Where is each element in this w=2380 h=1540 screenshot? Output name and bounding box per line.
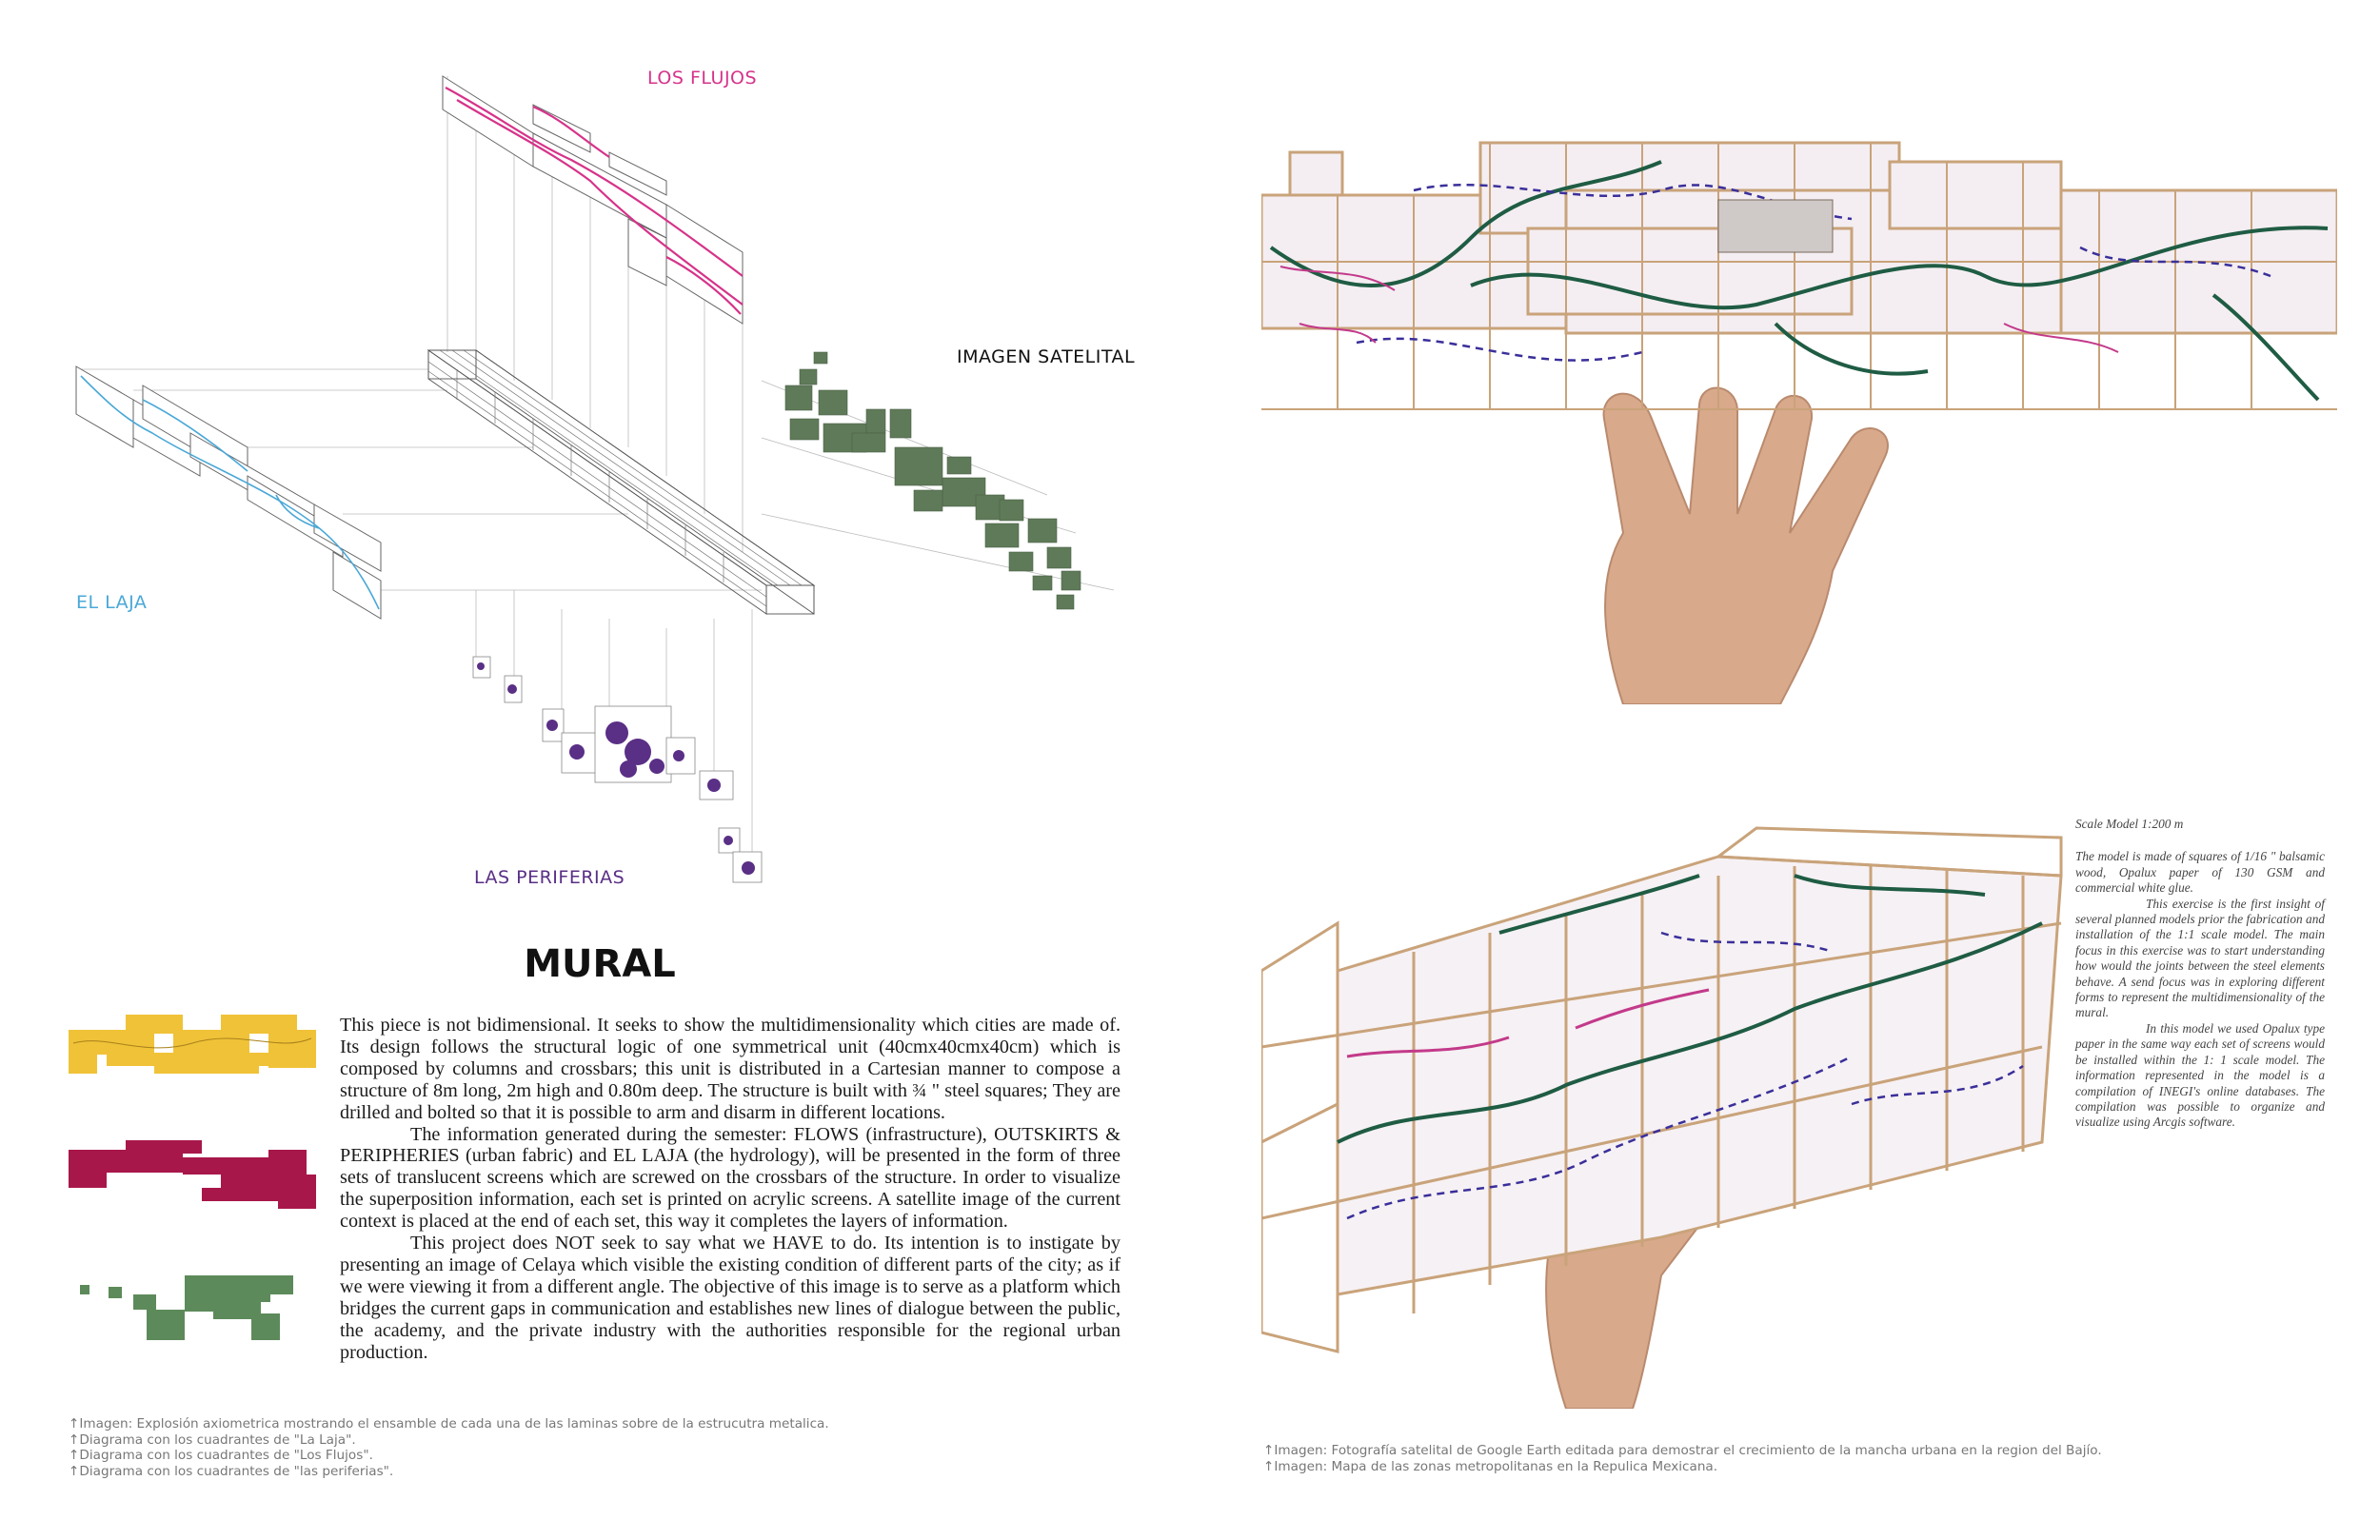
scale-model-paragraph-3: In this model we used Opalux type paper …	[2075, 1020, 2325, 1130]
scale-model-paragraph-2: This exercise is the first insight of se…	[2075, 896, 2325, 1020]
el-laja-lines	[80, 375, 380, 610]
caption-right-1: ↑Imagen: Fotografía satelital de Google …	[1263, 1443, 2102, 1458]
quadrant-diagram-los-flujos	[69, 1140, 316, 1209]
paragraph-2: The information generated during the sem…	[340, 1123, 1121, 1233]
label-imagen-satelital: IMAGEN SATELITAL	[957, 346, 1136, 367]
label-las-periferias: LAS PERIFERIAS	[474, 867, 625, 888]
los-flujos-lines	[445, 87, 744, 315]
captions-right: ↑Imagen: Fotografía satelital de Google …	[1263, 1443, 2102, 1474]
paragraph-1: This piece is not bidimensional. It seek…	[340, 1015, 1121, 1123]
quadrant-diagram-la-laja	[69, 1015, 316, 1074]
paragraph-3: This project does NOT seek to say what w…	[340, 1233, 1121, 1363]
page-title: MURAL	[524, 942, 676, 986]
caption-right-2: ↑Imagen: Mapa de las zonas metropolitana…	[1263, 1458, 1718, 1474]
scale-model-notes: Scale Model 1:200 m The model is made of…	[2075, 817, 2325, 1131]
scale-model-photo-perspective	[1261, 826, 2063, 1409]
caption-4: ↑Diagrama con los cuadrantes de "las per…	[69, 1463, 394, 1479]
captions-left: ↑Imagen: Explosión axiometrica mostrando…	[69, 1416, 829, 1479]
las-periferias-marks	[477, 662, 755, 875]
scale-model-paragraph-1: The model is made of squares of 1/16 " b…	[2075, 849, 2325, 896]
scale-model-title: Scale Model 1:200 m	[2075, 817, 2184, 831]
imagen-satelital-panels	[784, 351, 1081, 610]
scale-model-photo-front	[1261, 141, 2337, 704]
caption-3: ↑Diagrama con los cuadrantes de "Los Flu…	[69, 1448, 373, 1463]
label-el-laja: EL LAJA	[76, 592, 148, 613]
mural-description: This piece is not bidimensional. It seek…	[340, 1015, 1121, 1364]
los-flujos-panels	[442, 75, 744, 325]
caption-1: ↑Imagen: Explosión axiometrica mostrando…	[69, 1416, 829, 1431]
central-grid-structure	[426, 349, 816, 615]
caption-2: ↑Diagrama con los cuadrantes de "La Laja…	[69, 1431, 356, 1448]
quadrant-diagram-las-periferias	[80, 1275, 293, 1340]
satellite-screen	[1717, 199, 1834, 253]
axonometric-exploded-diagram	[75, 75, 1115, 883]
el-laja-panels	[75, 365, 382, 620]
label-los-flujos: LOS FLUJOS	[647, 68, 758, 89]
